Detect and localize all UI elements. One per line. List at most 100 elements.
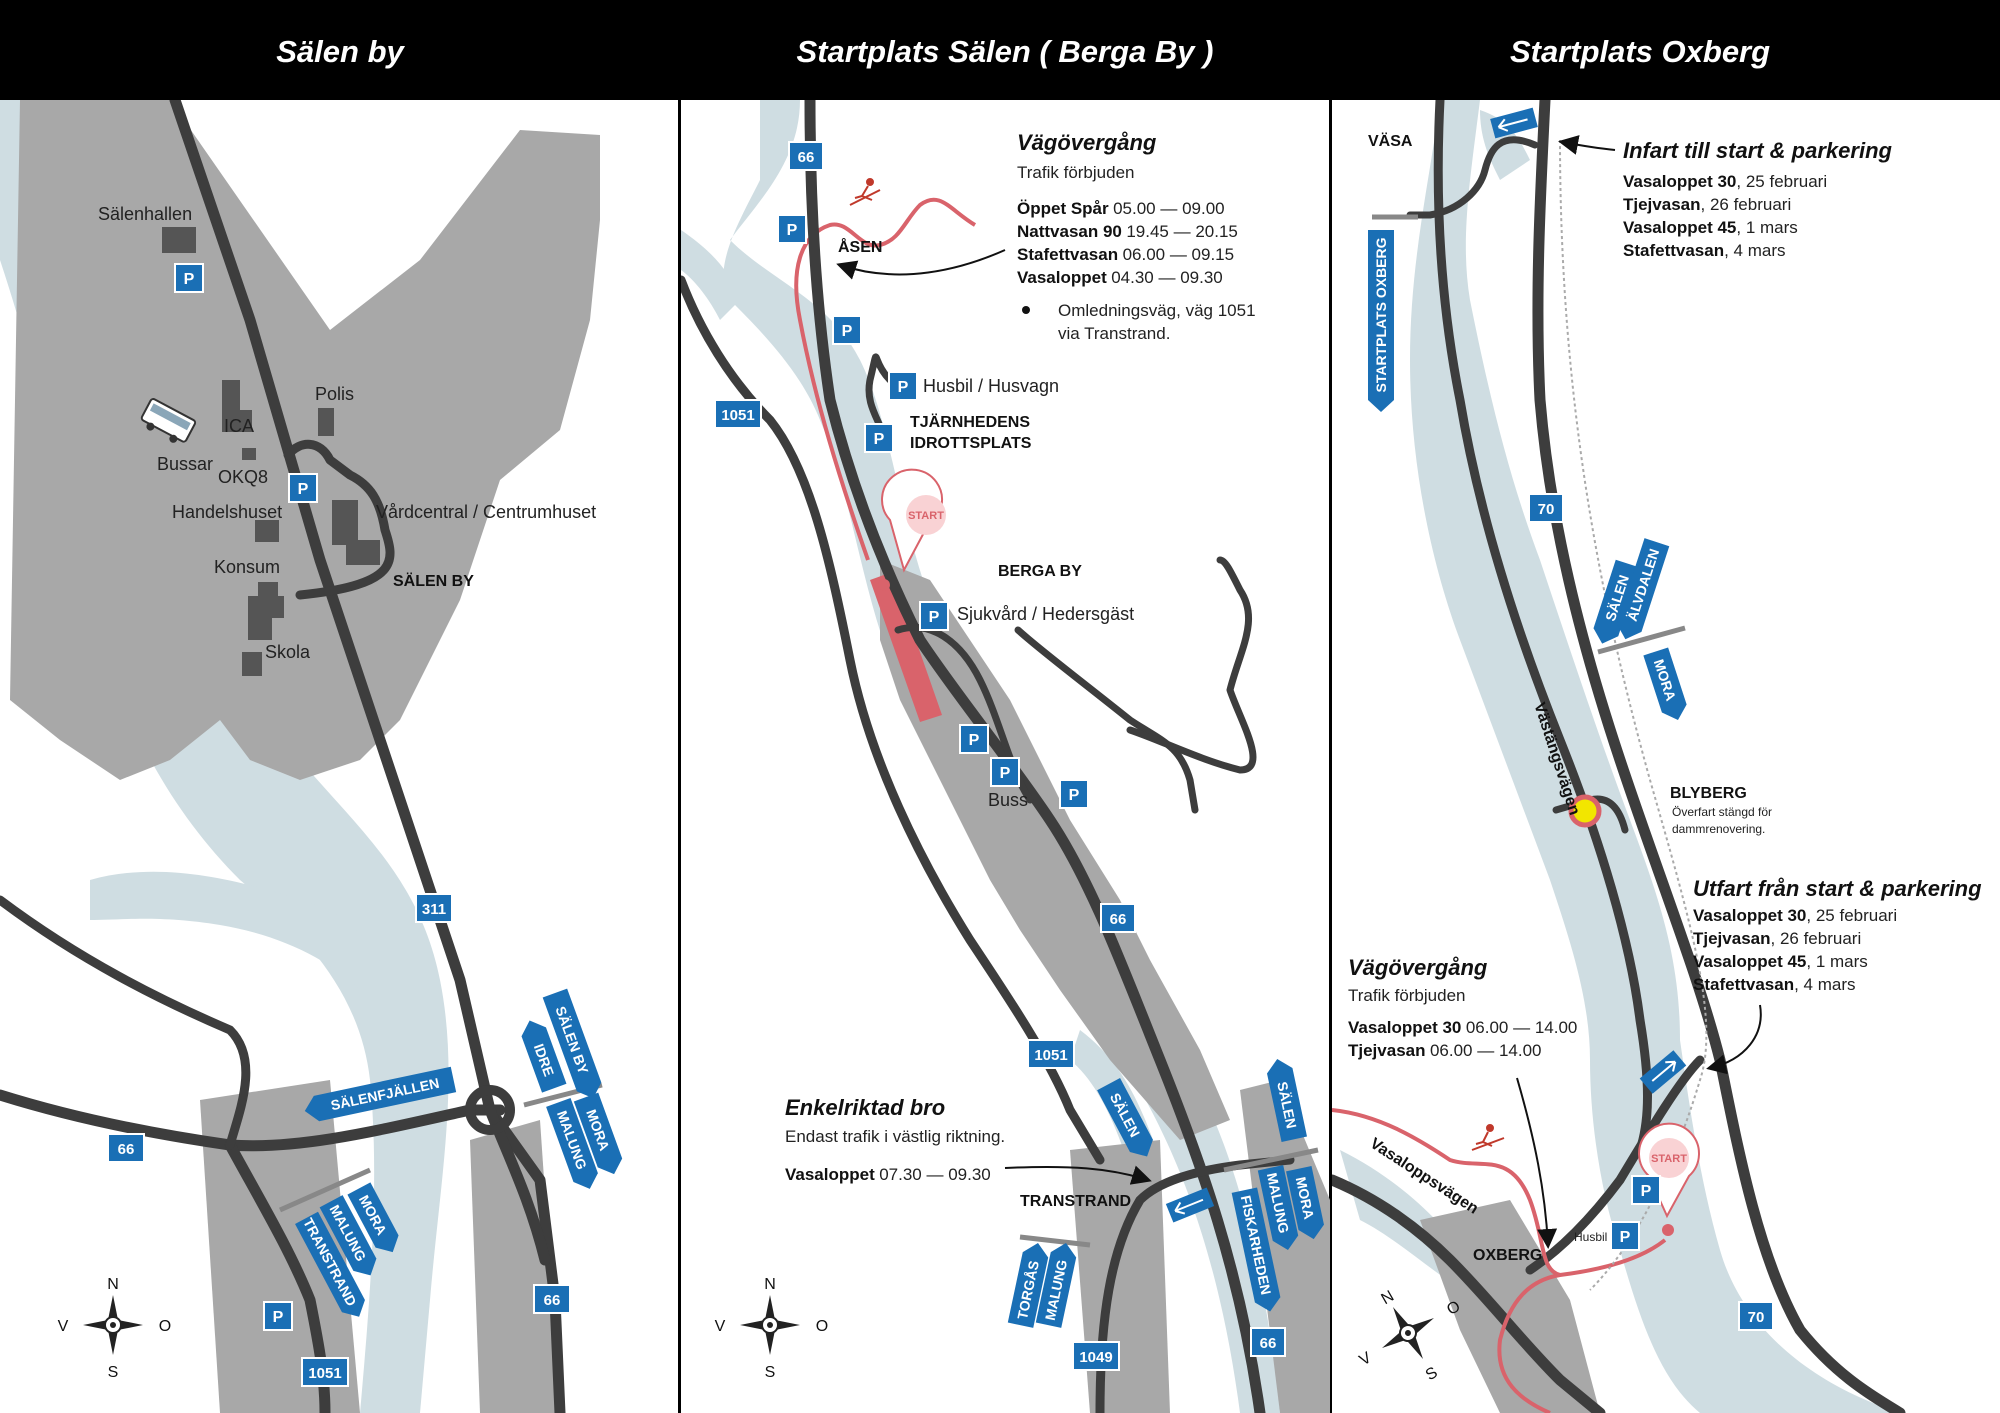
- one-way-arrow-icon: [1490, 107, 1538, 139]
- callout-arrow: [1706, 1004, 1762, 1075]
- entry-title: Infart till start & parkering: [1623, 138, 1893, 163]
- svg-text:P: P: [842, 323, 853, 340]
- road-number-66: 66: [533, 1284, 571, 1314]
- exit-row: Vasaloppet 30, 25 februari: [1693, 906, 1897, 925]
- compass-icon: N S V O: [58, 1276, 172, 1381]
- svg-text:66: 66: [798, 149, 815, 166]
- place-label: Vårdcentral / Centrumhuset: [376, 502, 596, 522]
- local-road: [1406, 136, 1539, 219]
- svg-text:P: P: [898, 379, 909, 396]
- building-ica: [222, 380, 252, 432]
- crossing-row: Stafettvasan 06.00 — 09.15: [1017, 245, 1234, 264]
- place-label: Buss: [988, 790, 1028, 810]
- road-66: [804, 100, 1266, 1413]
- parking-icon: P: [864, 423, 894, 453]
- map-startplats-oxberg: START VÄSA BLYBERG Överfart stängd för d…: [1332, 100, 1982, 1413]
- road-number-70: 70: [1528, 493, 1564, 523]
- start-marker-dot: [1662, 1224, 1674, 1236]
- crossing-row: Tjejvasan 06.00 — 14.00: [1348, 1041, 1541, 1060]
- direction-sign-idre: IDRE: [521, 1020, 567, 1093]
- local-road: [1525, 1055, 1705, 1275]
- entry-row: Vasaloppet 30, 25 februari: [1623, 172, 1827, 191]
- built-up-area: [1420, 1200, 1600, 1413]
- exit-row: Tjejvasan, 26 februari: [1693, 929, 1861, 948]
- place-label: ÅSEN: [838, 237, 882, 256]
- place-label: Konsum: [214, 557, 280, 577]
- building-skola: [242, 652, 262, 676]
- skier-icon: [849, 178, 881, 206]
- road-number-66: 66: [107, 1133, 145, 1163]
- parking-icon: P: [990, 757, 1020, 787]
- parking-icon: P: [959, 724, 989, 754]
- local-road: [0, 895, 251, 1150]
- svg-text:66: 66: [1110, 911, 1127, 928]
- svg-text:V: V: [1357, 1349, 1375, 1369]
- svg-text:V: V: [58, 1318, 69, 1335]
- building-skola: [248, 596, 284, 640]
- road-number-1049: 1049: [1072, 1341, 1120, 1371]
- svg-text:1051: 1051: [721, 407, 754, 424]
- building-polis: [318, 408, 334, 436]
- panel-title-salen-by: Sälen by: [276, 34, 405, 69]
- svg-text:P: P: [787, 222, 798, 239]
- svg-text:O: O: [159, 1318, 171, 1335]
- crossing-row: Vasaloppet 04.30 — 09.30: [1017, 268, 1223, 287]
- svg-text:V: V: [715, 1318, 726, 1335]
- svg-text:P: P: [1620, 1229, 1631, 1246]
- place-label: Sälenhallen: [98, 204, 192, 224]
- compass-icon: N S V O: [715, 1276, 829, 1381]
- detour-note: via Transtrand.: [1058, 324, 1170, 343]
- road-number-66: 66: [788, 141, 824, 171]
- ski-track: [794, 197, 977, 561]
- detour-note: Omledningsväg, väg 1051: [1058, 301, 1256, 320]
- svg-text:N: N: [1378, 1288, 1397, 1309]
- direction-sign-salen: SÄLEN: [1097, 1077, 1153, 1157]
- bridge-subtitle: Endast trafik i västlig riktning.: [785, 1127, 1005, 1146]
- place-label: Husbil: [1574, 1230, 1607, 1244]
- map-startplats-salen: START ÅSEN Husbil / Husvagn TJÄRNHEDENS …: [681, 100, 1330, 1413]
- start-label: START: [1651, 1153, 1687, 1165]
- place-label: VÄSA: [1368, 132, 1413, 150]
- direction-sign-startplats-oxberg: STARTPLATS OXBERG: [1368, 230, 1394, 412]
- crossing-subtitle: Trafik förbjuden: [1348, 986, 1465, 1005]
- road-number-1051: 1051: [301, 1357, 349, 1387]
- direction-sign-mora: MORA: [1286, 1165, 1324, 1240]
- closed-crossing-icon: [1568, 794, 1602, 828]
- one-way-arrow-icon: [1165, 1187, 1215, 1223]
- place-label: Överfart stängd för: [1672, 805, 1772, 819]
- local-road: [1014, 626, 1199, 814]
- sign-post: [1019, 1234, 1091, 1248]
- parking-icon: P: [174, 263, 204, 293]
- svg-text:1051: 1051: [308, 1365, 341, 1382]
- building-salenhallen: [162, 227, 196, 253]
- parking-icon: P: [263, 1301, 293, 1331]
- start-marker-dot: [878, 579, 890, 591]
- skier-icon: [1471, 1124, 1505, 1151]
- svg-text:P: P: [298, 481, 309, 498]
- callout-arrow: [1558, 135, 1616, 155]
- start-area: [870, 572, 942, 722]
- ski-track: [1497, 1273, 1561, 1413]
- exit-title: Utfart från start & parkering: [1693, 876, 1982, 901]
- place-label: TJÄRNHEDENS: [910, 413, 1030, 431]
- exit-row: Vasaloppet 45, 1 mars: [1693, 952, 1868, 971]
- exit-row: Stafettvasan, 4 mars: [1693, 975, 1856, 994]
- bus-icon: [140, 398, 197, 443]
- parking-icon: P: [777, 214, 807, 244]
- svg-text:P: P: [874, 431, 885, 448]
- bridge-row: Vasaloppet 07.30 — 09.30: [785, 1165, 991, 1184]
- crossing-title: Vägövergång: [1348, 955, 1488, 980]
- svg-text:1049: 1049: [1079, 1349, 1112, 1366]
- building-okq8: [242, 448, 256, 460]
- road-number-66: 66: [1100, 903, 1136, 933]
- road-number-311: 311: [415, 893, 453, 923]
- place-label: BERGA BY: [998, 563, 1082, 580]
- start-pin-inner: [1649, 1138, 1689, 1178]
- building-handelshuset: [255, 520, 279, 542]
- place-label: dammrenovering.: [1672, 822, 1765, 836]
- svg-text:70: 70: [1538, 501, 1555, 518]
- svg-text:66: 66: [118, 1141, 135, 1158]
- svg-text:STARTPLATS OXBERG: STARTPLATS OXBERG: [1373, 237, 1389, 392]
- parking-icon: P: [1631, 1175, 1661, 1205]
